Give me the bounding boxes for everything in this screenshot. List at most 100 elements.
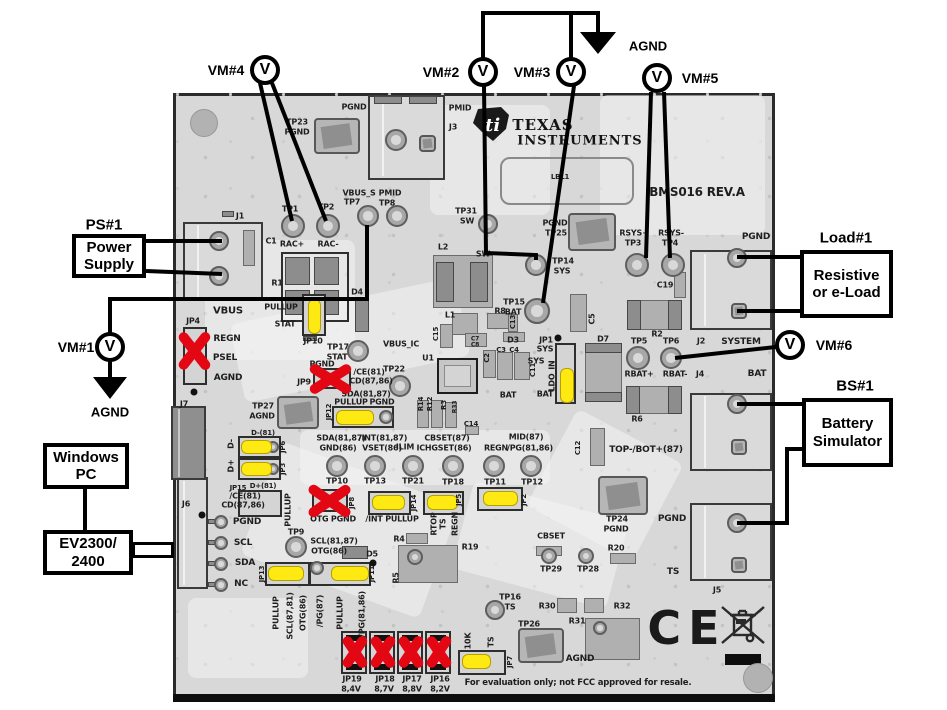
silk-label-10k: 10K <box>463 632 473 650</box>
silk-label-tp16: TP16 <box>499 592 521 602</box>
silk-label-int-81-87: /INT(81,87) <box>358 433 408 443</box>
jumper-shunt <box>331 566 369 581</box>
silk-label-pgnd: PGND <box>232 517 262 527</box>
silk-label-8-8v: 8,8V <box>402 684 422 694</box>
testpoint <box>402 455 424 477</box>
annotation-box-line: Supply <box>83 256 134 273</box>
silk-label-bat: BAT <box>536 389 554 399</box>
silk-label-pullup: PULLUP <box>283 493 293 527</box>
silk-label-sw: SW <box>459 216 475 226</box>
removed-jumper-x-icon <box>306 482 354 520</box>
testpoint <box>485 600 505 620</box>
jumper-shunt <box>308 299 321 334</box>
pin1-dot <box>554 334 562 342</box>
voltmeter-icon-vm-4: V <box>250 55 280 85</box>
testpoint <box>214 557 228 571</box>
silk-label-vbus-s: VBUS_S <box>342 188 376 198</box>
silk-label-tp17: TP17 <box>327 342 349 352</box>
agnd-arrow-icon <box>93 377 127 399</box>
silk-label-regn: REGN <box>483 443 509 453</box>
silk-label-gnd-86: GND(86) <box>319 443 357 453</box>
voltmeter-icon-vm-1: V <box>95 332 125 362</box>
testpoint <box>660 347 682 369</box>
silk-label-jp14: JP14 <box>410 494 418 512</box>
usb-cable <box>132 542 174 558</box>
silk-label-jp11: JP11 <box>368 565 376 583</box>
silk-label-c4: C4 <box>509 346 519 354</box>
silk-label-tp15: TP15 <box>503 297 525 307</box>
silk-label-tp12: TP12 <box>521 477 543 487</box>
silk-label-tp28: TP28 <box>577 564 599 574</box>
component <box>570 294 587 332</box>
silk-label-r8: R8 <box>494 306 506 316</box>
voltmeter-label-vm-6: VM#6 <box>815 337 853 353</box>
silk-label-ilim: ILIM <box>395 442 415 452</box>
silk-label-int-pullup: /INT PULLUP <box>365 514 419 524</box>
silk-label-regn: REGN <box>450 511 460 537</box>
testpoint <box>625 253 649 277</box>
silk-label-pgnd: PGND <box>284 127 310 137</box>
component <box>585 392 622 402</box>
silk-label-ichgset-86: ICHGSET(86) <box>416 443 472 453</box>
silk-label-l1: L1 <box>444 310 456 320</box>
solder-pad <box>419 135 436 152</box>
silk-label-j6: J6 <box>181 499 191 509</box>
testpoint <box>727 394 747 414</box>
silk-label-cd-87-86: CD(87,86) <box>221 500 265 510</box>
testpoint <box>524 298 550 324</box>
connector <box>177 477 208 589</box>
silk-label-8-4v: 8,4V <box>341 684 361 694</box>
silk-label-sw: SW <box>475 249 491 259</box>
silk-label-jp3: JP3 <box>279 462 287 476</box>
weee-bin-icon <box>721 606 765 644</box>
silk-label-scl: SCL <box>233 538 253 548</box>
component <box>398 545 458 583</box>
silk-label-j4: J4 <box>695 369 705 379</box>
solder-pad <box>731 303 747 319</box>
silk-label-otg-86: OTG(86) <box>311 546 347 556</box>
testpoint <box>520 455 542 477</box>
silk-label-tp14: TP14 <box>552 256 574 266</box>
removed-jumper-x-icon <box>174 328 214 374</box>
silk-label-system: SYSTEM <box>721 337 761 347</box>
component <box>610 553 636 564</box>
silk-label-agnd: AGND <box>249 411 275 421</box>
charger-ic-u1 <box>437 358 478 394</box>
component <box>285 257 310 285</box>
silk-label-agnd: AGND <box>565 654 595 664</box>
silk-label-ts: TS <box>504 602 516 612</box>
silk-label-jp13: JP13 <box>258 565 266 583</box>
pin1-dot <box>198 511 206 519</box>
silk-label-lbl1: LBL1 <box>550 173 570 181</box>
component <box>470 262 488 302</box>
logo-texas: TEXAS <box>512 116 574 134</box>
silk-label-r31: R31 <box>568 616 586 626</box>
agnd-label: AGND <box>628 38 668 54</box>
annotation-title-load-1: Load#1 <box>819 229 873 247</box>
silk-label-jp2: JP2 <box>520 493 528 507</box>
silk-label-rac: RAC+ <box>279 239 305 249</box>
wire <box>481 11 600 59</box>
silk-label-rac: RAC- <box>317 239 339 249</box>
annotation-box-line: Power <box>86 238 132 256</box>
testpoint <box>285 536 307 558</box>
voltmeter-label-vm-1: VM#1 <box>57 339 95 355</box>
silk-label-jp12: JP12 <box>325 403 333 421</box>
silk-label-vbus-ic: VBUS_IC <box>383 339 419 349</box>
silk-label-bat: BAT <box>499 390 517 400</box>
annotation-box-line: Windows <box>53 448 119 466</box>
silk-label-stat: STAT <box>274 319 296 329</box>
silk-label-r2: R2 <box>651 329 663 339</box>
silk-label-d7: D7 <box>597 334 609 344</box>
annotation-box-line: Resistive <box>813 266 880 284</box>
testpoint <box>593 621 607 635</box>
component <box>590 428 605 466</box>
silk-label-c3: C3 <box>496 346 506 354</box>
voltmeter-label-vm-2: VM#2 <box>422 64 460 80</box>
silk-label-tp5: TP5 <box>630 336 648 346</box>
silk-label-tp18: TP18 <box>442 477 464 487</box>
silk-label-ts: TS <box>486 636 496 648</box>
silk-label-tp27: TP27 <box>252 401 274 411</box>
